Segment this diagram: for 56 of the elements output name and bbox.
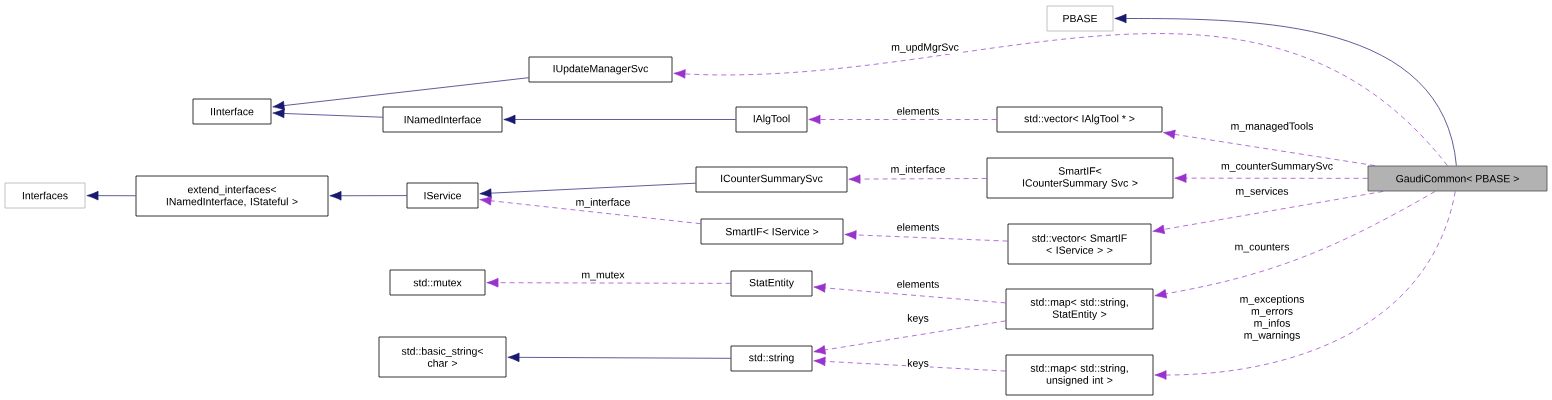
edge-label: m_interface (889, 164, 947, 176)
dashed-arrow (1152, 191, 1384, 235)
edge-label: elements (895, 106, 941, 116)
class-box: extend_interfaces< INamedInterface, IStateful > (135, 175, 329, 217)
dashed-arrow (1174, 173, 1368, 183)
class-box: SmartIF< IService > (700, 218, 844, 245)
dashed-arrow (848, 174, 987, 184)
arrow (479, 182, 696, 198)
dashed-arrow (1154, 191, 1436, 299)
arrow (1114, 13, 1457, 166)
class-box: std::vector< IAlgTool * > (996, 106, 1163, 133)
class-box: PBASE (1046, 5, 1114, 32)
class-box: std::map< std::string, unsigned int > (1005, 354, 1154, 396)
arrow (272, 108, 383, 119)
dashed-arrow (813, 320, 1006, 355)
class-box: SmartIF< ICounterSummary Svc > (986, 157, 1174, 199)
dashed-arrow (813, 356, 1006, 372)
dashed-arrow (813, 283, 1006, 304)
class-box: std::mutex (389, 269, 486, 296)
class-box: std::map< std::string, StatEntity > (1005, 288, 1154, 330)
dashed-arrow (673, 33, 1448, 166)
class-box: std::basic_string< char > (378, 336, 507, 378)
dashed-arrow (479, 196, 701, 225)
class-box: GaudiCommon< PBASE > (1367, 165, 1548, 192)
edge-label: keys (906, 313, 930, 325)
edge-label: elements (895, 222, 941, 232)
edge-label: keys (906, 358, 930, 370)
edge-label: m_counterSummarySvc (1220, 161, 1335, 173)
arrow (507, 352, 731, 363)
class-box: ICounterSummarySvc (695, 166, 848, 193)
edge-label: m_mutex (580, 270, 626, 282)
edge-label: m_interface (574, 197, 632, 209)
edge-label: m_updMgrSvc (890, 42, 960, 54)
arrow (329, 191, 407, 201)
class-box: Interfaces (4, 182, 86, 209)
dashed-arrow (486, 277, 731, 288)
class-box: IService (406, 182, 479, 209)
dashed-arrow (808, 114, 997, 125)
class-box: std::string (730, 345, 813, 372)
arrow (503, 114, 736, 125)
dashed-arrow (1154, 191, 1456, 380)
edge-label: m_exceptions m_errors m_infos m_warnings (1236, 294, 1308, 342)
class-box: INamedInterface (382, 106, 503, 133)
edge-label: elements (895, 279, 941, 289)
class-box: StatEntity (730, 270, 813, 297)
class-box: std::vector< SmartIF < IService > > (1007, 223, 1152, 265)
dashed-arrow (1163, 129, 1376, 166)
edge-label: m_services (1234, 186, 1290, 198)
class-box: IInterface (192, 98, 272, 125)
class-box: IUpdateManagerSvc (528, 56, 673, 83)
arrow (272, 77, 529, 111)
dashed-arrow (844, 230, 1008, 242)
edge-label: m_managedTools (1229, 121, 1315, 133)
edge-label: m_counters (1233, 242, 1291, 254)
class-box: IAlgTool (735, 106, 808, 133)
arrow (86, 190, 136, 201)
